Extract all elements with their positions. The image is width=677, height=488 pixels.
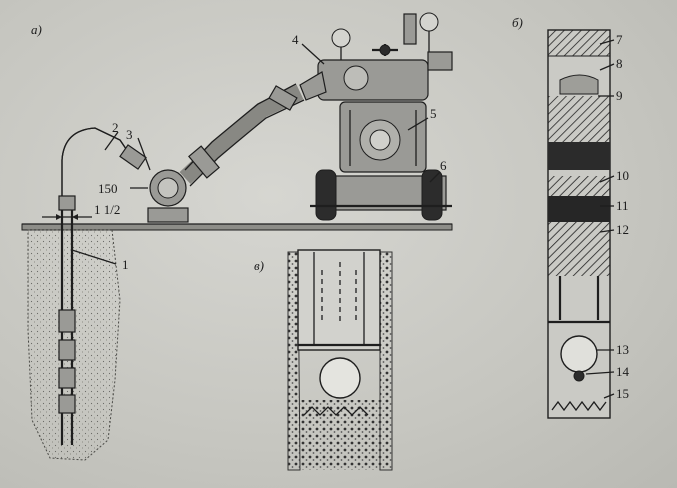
well-pipe xyxy=(58,195,76,445)
callout-1: 1 xyxy=(122,257,129,272)
motor-5 xyxy=(339,101,427,173)
callout-11: 11 xyxy=(616,198,629,213)
section-label-a: а) xyxy=(31,22,42,37)
callout-15: 15 xyxy=(616,386,629,401)
callout-9: 9 xyxy=(616,88,623,103)
section-label-b: б) xyxy=(512,15,523,30)
callout-4: 4 xyxy=(292,32,299,47)
pump-unit xyxy=(299,12,453,101)
hose-coupling xyxy=(119,144,147,170)
section-b xyxy=(547,29,611,419)
fitting-150 xyxy=(147,169,189,223)
callout-12: 12 xyxy=(616,222,629,237)
callout-13: 13 xyxy=(616,342,629,357)
callout-6: 6 xyxy=(440,158,447,173)
ground-line xyxy=(21,223,453,231)
callout-3: 3 xyxy=(126,127,133,142)
callout-10: 10 xyxy=(616,168,629,183)
section-a xyxy=(21,12,453,461)
leader-lines xyxy=(71,39,615,399)
callout-2: 2 xyxy=(112,120,119,135)
dimension-marker xyxy=(42,214,92,220)
section-label-v: в) xyxy=(254,258,264,273)
dimension-label: 1 1/2 xyxy=(94,202,120,217)
discharge-hose xyxy=(179,84,304,184)
callout-8: 8 xyxy=(616,56,623,71)
callout-5: 5 xyxy=(430,106,437,121)
callout-7: 7 xyxy=(616,32,623,47)
section-v xyxy=(287,249,393,471)
size-label-150: 150 xyxy=(98,181,118,196)
callout-14: 14 xyxy=(616,364,630,379)
trolley-6 xyxy=(310,169,452,221)
